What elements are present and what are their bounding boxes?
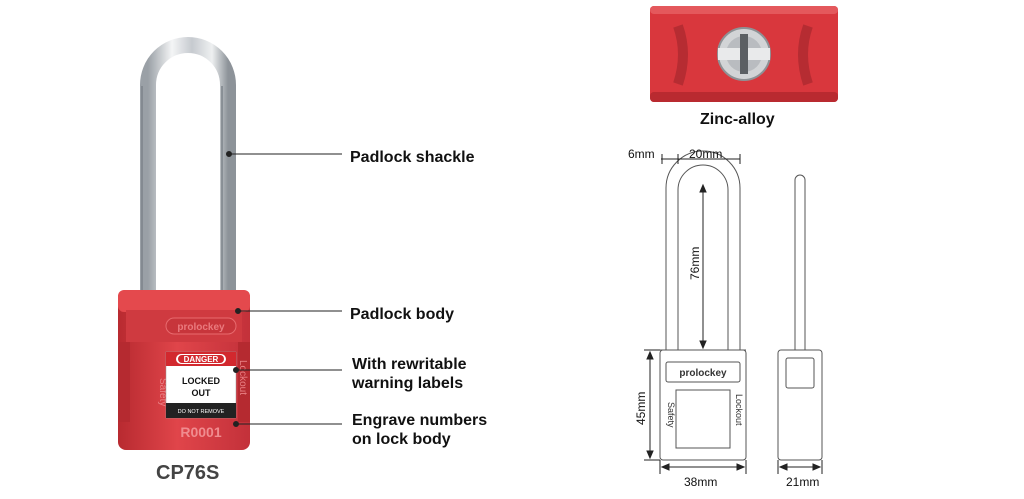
engraving: R0001 [180,424,221,440]
label-header: DANGER [184,355,219,364]
callout-shackle: Padlock shackle [350,149,475,166]
callout-lines [226,151,342,427]
dim-38mm: 38mm [684,475,717,489]
drawing-side-right: Lockout [734,394,744,426]
drawing-side-left: Safety [666,402,676,428]
label-line1: LOCKED [182,376,221,386]
dim-20mm: 20mm [689,147,722,161]
callout-body: Padlock body [350,306,455,323]
side-text-left: Safety [157,378,168,406]
brand-mark: prolockey [177,322,225,333]
keyway-photo [650,6,838,102]
padlock-photo: prolockey Safety Lockout DANGER LOCKED O… [118,37,342,450]
dim-6mm: 6mm [628,147,655,161]
shackle [140,37,236,300]
label-footer: DO NOT REMOVE [178,409,225,415]
dimension-drawing: 6mm 20mm 76mm 45mm 38mm 21mm prolockey S… [628,147,823,489]
dim-76mm: 76mm [688,247,702,280]
warning-label [165,351,237,419]
model-name: CP76S [156,462,220,484]
label-line2: OUT [192,388,212,398]
dim-21mm: 21mm [786,475,819,489]
callout-labels: With rewritable warning labels [352,356,467,392]
material-label: Zinc-alloy [700,111,775,128]
side-text-right: Lockout [237,360,248,395]
dim-45mm: 45mm [634,392,648,425]
drawing-brand: prolockey [679,368,727,379]
callout-engrave: Engrave numbers on lock body [352,412,488,448]
